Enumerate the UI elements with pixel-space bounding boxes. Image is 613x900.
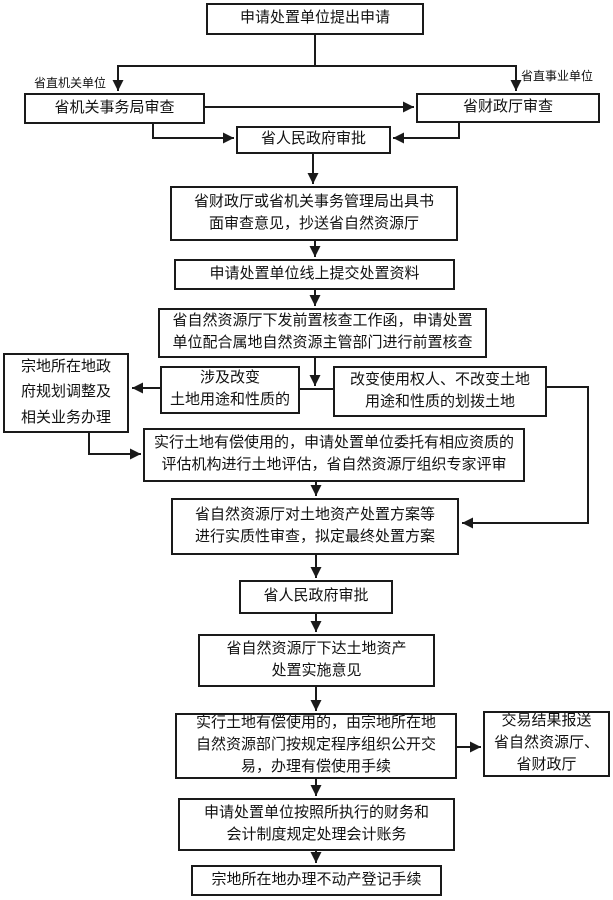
branch-label-left: 省直机关单位 [34, 76, 107, 90]
node-change-land-use: 涉及改变 土地用途和性质的 [160, 366, 300, 414]
node-provincial-gov-approval-1: 省人民政府审批 [236, 126, 391, 154]
connector-fin-gov1 [393, 123, 460, 144]
node-property-registration: 宗地所在地办理不动产登记手续 [191, 865, 442, 896]
node-written-review-opinion: 省财政厅或省机关事务管理局出具书 面审查意见，抄送省自然资源厅 [170, 186, 458, 241]
node-local-gov-planning: 宗地所在地政 府规划调整及 相关业务办理 [3, 353, 129, 433]
node-apply-start: 申请处置单位提出申请 [206, 3, 424, 35]
connector-changeholder-substantive [462, 386, 589, 529]
connector-planning-evaluation [88, 433, 141, 460]
node-accounting-treatment: 申请处置单位按照所执行的财务和 会计制度规定处理会计账务 [178, 798, 455, 851]
node-pre-check: 省自然资源厅下发前置核查工作函，申请处置 单位配合属地自然资源主管部门进行前置核… [158, 308, 487, 358]
connector-org-gov1 [152, 124, 234, 144]
node-org-affairs-review: 省机关事务局审查 [24, 93, 205, 124]
node-report-trade-result: 交易结果报送 省自然资源厅、 省财政厅 [483, 711, 610, 777]
node-change-rights-holder: 改变使用权人、不改变土地 用途和性质的划拨土地 [333, 366, 547, 417]
node-substantive-review: 省自然资源厅对土地资产处置方案等 进行实质性审查，拟定最终处置方案 [171, 498, 459, 555]
node-implementation-opinion: 省自然资源厅下达土地资产 处置实施意见 [198, 634, 435, 687]
node-open-trade: 实行土地有偿使用的，由宗地所在地 自然资源部门按规定程序组织公开交 易，办理有偿… [175, 713, 457, 779]
node-finance-dept-review: 省财政厅审查 [416, 93, 600, 123]
node-land-evaluation: 实行土地有偿使用的，申请处置单位委托有相应资质的 评估机构进行土地评估，省自然资… [143, 428, 525, 482]
node-online-submission: 申请处置单位线上提交处置资料 [174, 259, 455, 290]
connector-apply-branch [118, 35, 516, 67]
node-provincial-gov-approval-2: 省人民政府审批 [239, 580, 393, 614]
branch-label-right: 省直事业单位 [521, 69, 594, 83]
